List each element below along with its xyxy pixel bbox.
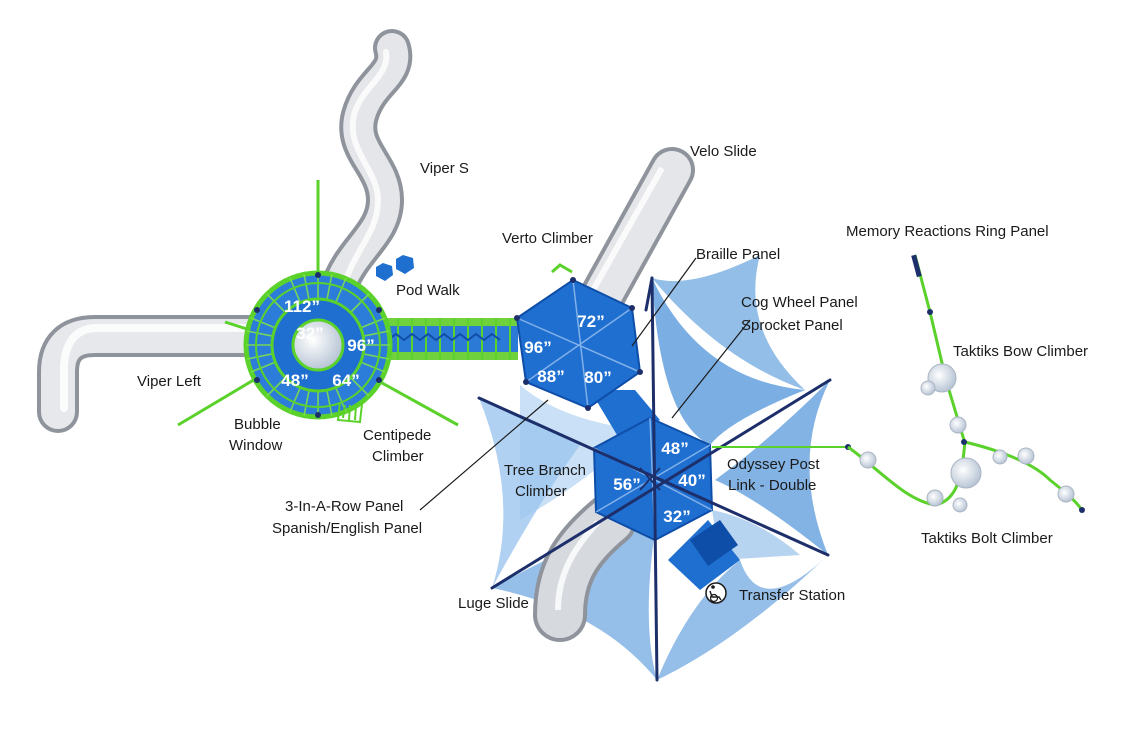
bridge: [370, 318, 518, 360]
height-label: 48”: [281, 371, 308, 390]
three-in-row-label: 3-In-A-Row Panel: [285, 498, 403, 515]
tree-branch-label: Climber: [515, 483, 567, 500]
height-label: 80”: [584, 368, 611, 387]
velo-slide: [577, 147, 695, 323]
upper-hex-platform: [514, 263, 643, 411]
viper-left-slide: [37, 315, 271, 433]
component-labels: Viper S Velo Slide Memory Reactions Ring…: [137, 143, 1088, 612]
taktiks-bow-label: Taktiks Bow Climber: [953, 343, 1088, 360]
luge-slide-label: Luge Slide: [458, 595, 529, 612]
braille-panel-label: Braille Panel: [696, 246, 780, 263]
spanish-english-label: Spanish/English Panel: [272, 520, 422, 537]
height-label: 32”: [296, 324, 323, 343]
posts: [477, 276, 832, 682]
tree-branch-label: Tree Branch: [504, 462, 586, 479]
velo-slide-label: Velo Slide: [690, 143, 757, 160]
height-label: 40”: [678, 471, 705, 490]
bubble-window-label: Window: [229, 437, 283, 454]
height-label: 64”: [332, 371, 359, 390]
centipede-climber-label: Climber: [372, 448, 424, 465]
canopy-sails: [479, 255, 830, 680]
verto-climber-label: Verto Climber: [502, 230, 593, 247]
height-label: 88”: [537, 367, 564, 386]
centipede-climber-label: Centipede: [363, 427, 431, 444]
round-tower: [177, 180, 459, 427]
height-label: 56”: [613, 475, 640, 494]
luge-slide: [533, 493, 637, 642]
height-label: 72”: [577, 312, 604, 331]
taktiks-climbers: [847, 254, 1085, 513]
bubble-window-label: Bubble: [234, 416, 281, 433]
taktiks-bolt-label: Taktiks Bolt Climber: [921, 530, 1053, 547]
viper-s-label: Viper S: [420, 160, 469, 177]
transfer-station-label: Transfer Station: [739, 587, 845, 604]
viper-s-slide: [319, 29, 413, 309]
height-label: 112”: [284, 297, 320, 316]
pod-walk-label: Pod Walk: [396, 282, 460, 299]
height-label: 96”: [347, 336, 374, 355]
odyssey-post-label: Link - Double: [728, 477, 816, 494]
viper-left-label: Viper Left: [137, 373, 202, 390]
accessibility-icon: [705, 582, 727, 604]
leader-lines: [419, 257, 751, 511]
pod-walk: [376, 255, 414, 281]
height-label: 32”: [663, 507, 690, 526]
sprocket-label: Sprocket Panel: [741, 317, 843, 334]
height-label: 48”: [661, 439, 688, 458]
height-label: 96”: [524, 338, 551, 357]
transfer-station: [668, 520, 740, 590]
memory-reactions-label: Memory Reactions Ring Panel: [846, 223, 1049, 240]
odyssey-post-label: Odyssey Post: [727, 456, 820, 473]
height-labels: 112” 32” 96” 48” 64” 72” 96” 88” 80” 48”…: [281, 297, 705, 526]
cog-wheel-label: Cog Wheel Panel: [741, 294, 858, 311]
